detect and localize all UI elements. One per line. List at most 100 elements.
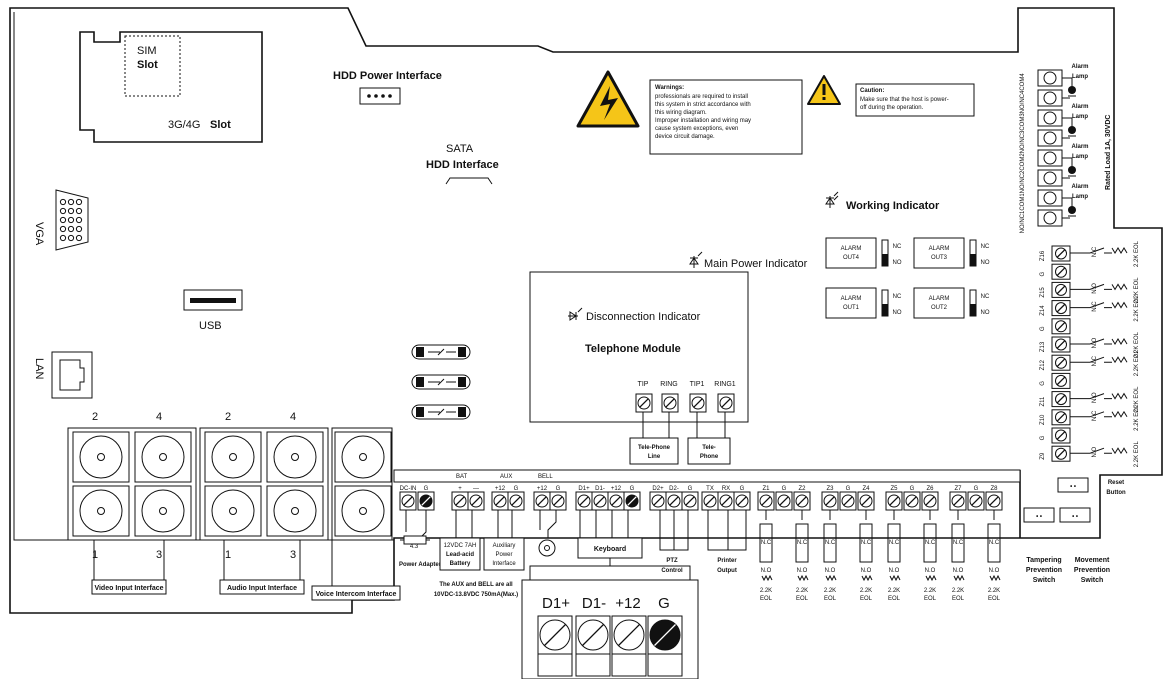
rzone-label-8: Z11 <box>1040 396 1046 407</box>
caution-panel: Caution: Make sure that the host is powe… <box>807 75 975 117</box>
reset-button[interactable] <box>1057 477 1089 493</box>
tel-terminal-label-3: TIP1 <box>690 381 705 388</box>
bzone-loop-2 <box>823 510 837 563</box>
bottom-terminal-15-slot <box>705 496 715 506</box>
tel-phone-box <box>687 437 731 465</box>
tel-phone-label-1: Tele- <box>702 445 716 451</box>
rzone-terminal-4 <box>1051 318 1071 335</box>
aux-power-label-2: Power <box>495 552 512 558</box>
bzone-resistor-4 <box>889 574 901 582</box>
bzone-loop-3 <box>859 510 873 563</box>
bottom-terminal-label-6: +12 <box>537 486 548 492</box>
rzone-label-3: Z14 <box>1040 305 1046 316</box>
bottom-terminal-8 <box>575 491 593 511</box>
av-leader-lines <box>93 540 333 586</box>
tel-terminals <box>635 393 735 413</box>
relay-screw-0 <box>1043 71 1057 85</box>
bottom-terminal-3-slot <box>471 496 481 506</box>
alarm-lamp-icon-3 <box>1068 206 1076 214</box>
jack-pin-4 <box>229 453 237 461</box>
jack-pin-0 <box>97 453 105 461</box>
bottom-terminal-0 <box>399 491 417 511</box>
bottom-terminal-17 <box>733 491 751 511</box>
bzone-no-2: N.O <box>825 568 836 574</box>
warnings-line-6: device circuit damage. <box>655 134 715 140</box>
rzone-eol-9: 2.2K EOL <box>1134 404 1140 431</box>
bzone-nc-0: N.C <box>761 540 772 546</box>
ptz-label-2: Control <box>661 568 683 574</box>
fuse-symbol <box>428 408 456 416</box>
audio-input-box <box>219 579 305 595</box>
rzone-terminal-1 <box>1051 263 1071 280</box>
bottom-terminal-25 <box>903 491 921 511</box>
bottom-terminal-5-slot <box>511 496 521 506</box>
rzone-label-2: Z15 <box>1040 287 1046 298</box>
bottom-terminal-24 <box>885 491 903 511</box>
vga-pin <box>75 198 83 206</box>
vga-label: VGA <box>33 222 45 246</box>
tel-terminal-label-1: TIP <box>638 381 649 388</box>
vga-pin <box>59 207 67 215</box>
bottom-terminal-19 <box>775 491 793 511</box>
movement-switch[interactable] <box>1059 507 1091 523</box>
sim-label-2: Slot <box>137 59 158 71</box>
bottom-terminal-label-12: D2+ <box>652 486 664 492</box>
tel-terminal-3 <box>689 393 707 413</box>
movement-label-1: Movement <box>1075 557 1110 564</box>
tel-terminal-label-4: RING1 <box>714 381 736 388</box>
bzone-eol-a-3: 2.2K <box>860 588 872 594</box>
fuse-cap-right <box>458 347 466 357</box>
alarm-lamp-icon-2 <box>1068 166 1076 174</box>
rzone-contact-6: N.C <box>1092 355 1098 366</box>
tel-terminal-2-slot <box>665 398 675 408</box>
alarm-outputs: ALARMOUT4NCNOALARMOUT3NCNOALARMOUT1NCNOA… <box>825 237 990 319</box>
bzone-no-6: N.O <box>953 568 964 574</box>
tamper-switch[interactable] <box>1023 507 1055 523</box>
video-input-box <box>91 579 167 595</box>
rzone-label-0: Z16 <box>1040 250 1046 261</box>
bottom-terminal-9-slot <box>595 496 605 506</box>
bottom-terminal-20 <box>793 491 811 511</box>
battery-box <box>439 537 481 571</box>
alarm-lamp-label-a-1: Alarm <box>1071 104 1088 110</box>
rzone-contact-3: N.C <box>1092 301 1098 312</box>
vga-pin <box>67 216 75 224</box>
bzone-eol-a-5: 2.2K <box>924 588 936 594</box>
zoom-terminal-4 <box>647 615 683 655</box>
bottom-terminal-label-1: G <box>424 486 429 492</box>
hdd-interface-label: HDD Interface <box>426 159 499 171</box>
bzone-nc-4: N.C <box>889 540 900 546</box>
rzone-terminal-1-slot <box>1056 267 1066 277</box>
bottom-terminal-6-slot <box>537 496 547 506</box>
rzone-eol-3: 2.2K EOL <box>1134 295 1140 322</box>
caution-line-1: Make sure that the host is power- <box>860 97 949 103</box>
audio-top-num-1: 2 <box>225 411 231 423</box>
aux-note-line-1: The AUX and BELL are all <box>439 582 513 588</box>
bzone-loop-4 <box>887 510 901 563</box>
rzone-terminal-5 <box>1051 336 1071 353</box>
relay-label-0: COM4 <box>1020 73 1026 91</box>
tamper-label-2: Prevention <box>1026 567 1062 574</box>
jack-pin-5 <box>229 507 237 515</box>
aux-label: AUX <box>500 474 512 480</box>
tel-line-label-2: Line <box>648 454 661 460</box>
rzone-terminal-0 <box>1051 245 1071 262</box>
rzone-terminal-10-slot <box>1056 431 1066 440</box>
zoom-terminal-base-3 <box>611 653 647 677</box>
rzone-terminal-2-slot <box>1056 285 1066 295</box>
relay-screw-3 <box>1043 131 1057 145</box>
bottom-terminal-1 <box>417 491 435 511</box>
sim-3g-slot: SIM Slot 3G/4G Slot <box>79 31 263 143</box>
bzone-resistor-7 <box>989 574 1001 582</box>
alarm-out-nc-4: NC <box>981 294 990 300</box>
caution-title: Caution: <box>860 88 884 94</box>
rzone-terminal-11 <box>1051 445 1071 462</box>
tel-line-label-1: Tele-Phone <box>638 445 671 451</box>
vga-pin <box>59 225 67 233</box>
vga-pin <box>75 216 83 224</box>
keyboard-label: Keyboard <box>594 546 626 553</box>
bzone-eol-b-6: EOL <box>952 596 965 602</box>
bzone-no-5: N.O <box>925 568 936 574</box>
bottom-terminal-2 <box>451 491 469 511</box>
